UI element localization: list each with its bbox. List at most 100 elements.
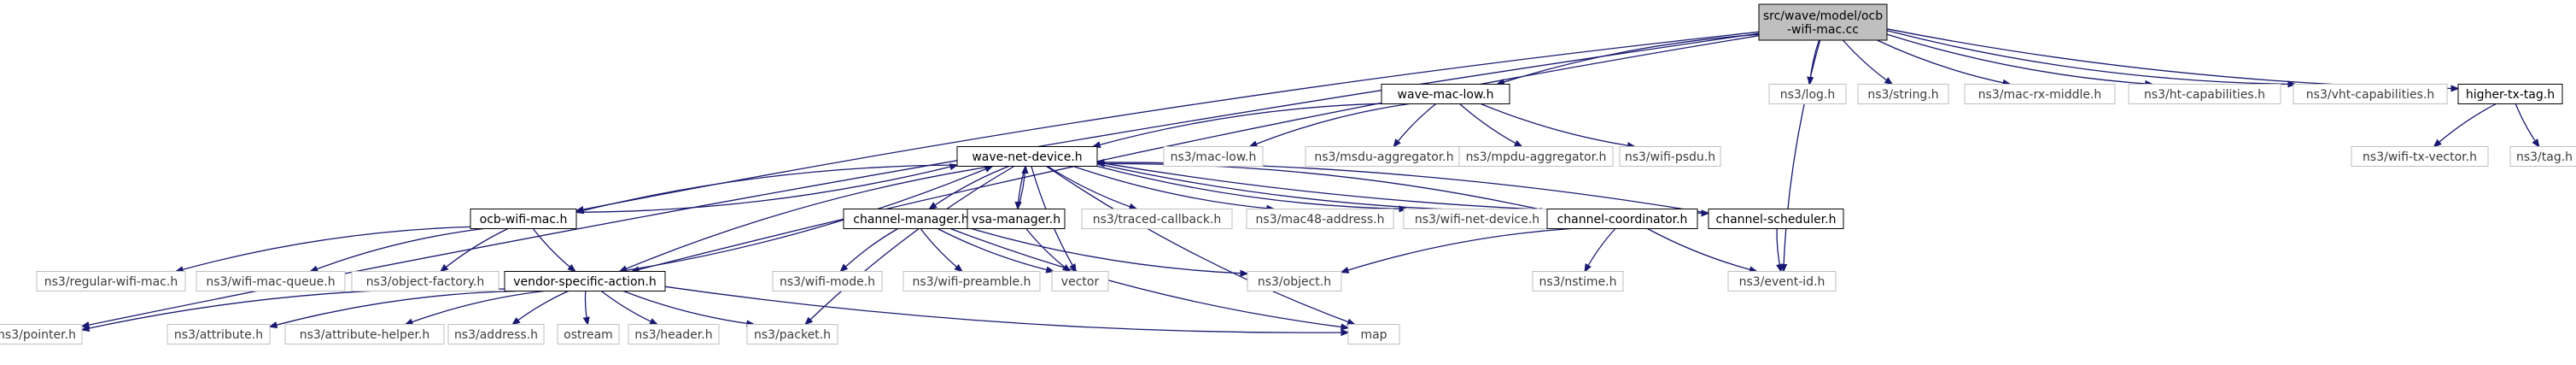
edge-vendorspecific-to-address	[512, 290, 569, 325]
node-label-line-channelcoord-0: channel-coordinator.h	[1557, 213, 1688, 227]
node-object: ns3/object.h	[1247, 270, 1342, 292]
node-wifimacqueue: ns3/wifi-mac-queue.h	[196, 270, 346, 292]
node-label-line-channelsched-0: channel-scheduler.h	[1716, 213, 1837, 227]
node-box-vsamanager	[967, 208, 1066, 230]
node-box-pointer	[0, 323, 83, 345]
node-box-wifimode	[772, 270, 883, 292]
edge-vendorspecific-to-wavenetdevice	[619, 167, 992, 273]
node-channelsched[interactable]: channel-scheduler.h	[1708, 208, 1844, 230]
node-label-line-wifimode-0: ns3/wifi-mode.h	[780, 275, 875, 289]
node-root[interactable]: src/wave/model/ocb-wifi-mac.cc	[1758, 3, 1888, 41]
node-label-line-regularwifimac-0: ns3/regular-wifi-mac.h	[44, 275, 178, 289]
edge-channelcoord-to-nstime	[1585, 228, 1616, 272]
node-box-wifipreamble	[902, 270, 1041, 292]
node-wifipsdu: ns3/wifi-psdu.h	[1619, 145, 1721, 168]
edge-wavenetdevice-to-vendorspecific	[620, 165, 993, 272]
node-label-wifitxvector: ns3/wifi-tx-vector.h	[2363, 150, 2477, 164]
edge-vendorspecific-to-attrhelper	[406, 290, 545, 325]
node-channelcoord[interactable]: channel-coordinator.h	[1546, 208, 1698, 230]
node-label-line-vhtcap-0: ns3/vht-capabilities.h	[2306, 88, 2434, 102]
node-packet: ns3/packet.h	[746, 323, 838, 345]
edge-ocbwifimac-to-vendorspecific	[532, 228, 575, 272]
node-box-address	[447, 323, 545, 345]
node-label-line-eventid-0: ns3/event-id.h	[1739, 275, 1825, 289]
node-box-htcap	[2128, 83, 2281, 105]
node-box-macrxmiddle	[1964, 83, 2116, 105]
node-label-wavemaclow: wave-mac-low.h	[1398, 88, 1494, 102]
node-box-objectfactory	[351, 270, 499, 292]
edge-vendorspecific-to-ostream	[585, 291, 587, 325]
node-label-line-wavemaclow-0: wave-mac-low.h	[1398, 88, 1494, 102]
node-box-log	[1768, 83, 1847, 105]
node-tag: ns3/tag.h	[2509, 145, 2576, 168]
node-channelmanager[interactable]: channel-manager.h	[843, 208, 979, 230]
node-maclow: ns3/mac-low.h	[1163, 145, 1264, 168]
node-label-attrhelper: ns3/attribute-helper.h	[300, 328, 430, 342]
edge-wavenetdevice-to-packet	[805, 165, 1015, 325]
node-label-wifipreamble: ns3/wifi-preamble.h	[913, 275, 1031, 289]
node-attrhelper: ns3/attribute-helper.h	[284, 323, 445, 345]
node-tracedcallback: ns3/traced-callback.h	[1081, 208, 1233, 230]
node-label-maclow: ns3/mac-low.h	[1171, 150, 1257, 164]
edge-vendorspecific-to-packet	[622, 290, 754, 325]
edge-wavenetdevice-to-ocbwifimac	[576, 164, 958, 212]
edge-highertxtag-to-wifitxvector	[2434, 103, 2497, 147]
node-label-channelsched: channel-scheduler.h	[1716, 213, 1837, 227]
node-box-vector	[1051, 270, 1109, 292]
node-ocbwifimac[interactable]: ocb-wifi-mac.h	[470, 208, 577, 230]
node-wavemaclow[interactable]: wave-mac-low.h	[1381, 83, 1510, 105]
node-label-line-pointer-0: ns3/pointer.h	[0, 328, 76, 342]
node-label-string: ns3/string.h	[1867, 88, 1938, 102]
node-attribute: ns3/attribute.h	[166, 323, 271, 345]
node-box-eventid	[1727, 270, 1837, 292]
edge-wavenetdevice-to-wifinetdevice	[1096, 165, 1406, 209]
node-label-htcap: ns3/ht-capabilities.h	[2144, 88, 2265, 102]
node-label-line-attribute-0: ns3/attribute.h	[174, 328, 263, 342]
node-box-channelcoord	[1546, 208, 1698, 230]
node-label-line-wifipsdu-0: ns3/wifi-psdu.h	[1625, 150, 1715, 164]
node-label-ostream: ostream	[564, 328, 613, 342]
node-label-line-header-0: ns3/header.h	[634, 328, 712, 342]
edge-root-to-string	[1843, 39, 1893, 85]
node-label-line-object-0: ns3/object.h	[1258, 275, 1331, 289]
node-label-packet: ns3/packet.h	[754, 328, 831, 342]
edge-channelcoord-to-wavenetdevice	[1097, 164, 1548, 212]
node-wavenetdevice[interactable]: wave-net-device.h	[956, 145, 1098, 168]
node-label-ocbwifimac: ocb-wifi-mac.h	[480, 213, 568, 227]
node-label-line-address-0: ns3/address.h	[454, 328, 538, 342]
edge-ocbwifimac-to-wifimacqueue	[311, 227, 484, 272]
node-address: ns3/address.h	[447, 323, 545, 345]
node-label-line-nstime-0: ns3/nstime.h	[1539, 275, 1617, 289]
node-label-objectfactory: ns3/object-factory.h	[366, 275, 485, 289]
edge-wavemaclow-to-mpduagg	[1459, 103, 1522, 147]
node-box-attribute	[166, 323, 271, 345]
node-label-line-maclow-0: ns3/mac-low.h	[1171, 150, 1257, 164]
node-label-eventid: ns3/event-id.h	[1739, 275, 1825, 289]
node-box-vendorspecific	[504, 270, 666, 292]
node-label-vhtcap: ns3/vht-capabilities.h	[2306, 88, 2434, 102]
node-label-line-objectfactory-0: ns3/object-factory.h	[366, 275, 485, 289]
node-box-object	[1247, 270, 1342, 292]
node-label-highertxtag: higher-tx-tag.h	[2466, 88, 2555, 102]
edge-ocbwifimac-to-wavenetdevice	[575, 165, 957, 213]
edge-channelcoord-to-object	[1341, 227, 1571, 273]
node-box-attrhelper	[284, 323, 445, 345]
edge-wavemaclow-to-maclow	[1250, 103, 1410, 147]
node-label-msduagg: ns3/msdu-aggregator.h	[1314, 150, 1453, 164]
node-wifipreamble: ns3/wifi-preamble.h	[902, 270, 1041, 292]
node-box-mpduagg	[1458, 145, 1614, 168]
node-vendorspecific[interactable]: vendor-specific-action.h	[504, 270, 666, 292]
node-label-line-highertxtag-0: higher-tx-tag.h	[2466, 88, 2555, 102]
edge-root-to-htcap	[1886, 33, 2153, 84]
node-highertxtag[interactable]: higher-tx-tag.h	[2457, 83, 2563, 105]
node-label-wifipsdu: ns3/wifi-psdu.h	[1625, 150, 1715, 164]
node-label-channelmanager: channel-manager.h	[853, 213, 968, 227]
node-label-mac48: ns3/mac48-address.h	[1256, 213, 1385, 227]
node-vsamanager[interactable]: vsa-manager.h	[967, 208, 1066, 230]
node-label-line-root-0: src/wave/model/ocb	[1763, 9, 1883, 23]
node-box-regularwifimac	[36, 270, 186, 292]
node-log: ns3/log.h	[1768, 83, 1847, 105]
node-box-highertxtag	[2457, 83, 2563, 105]
